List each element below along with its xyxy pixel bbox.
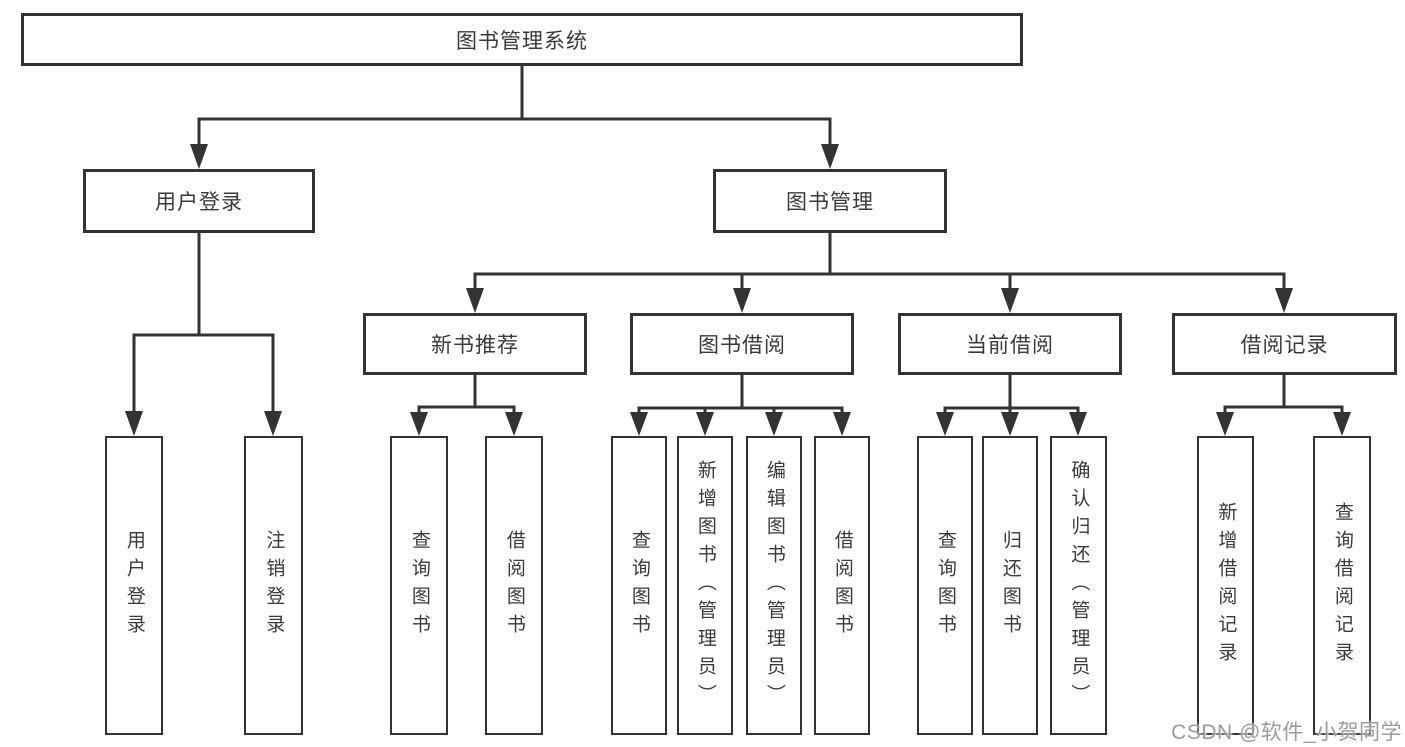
- arrowhead: [466, 288, 484, 313]
- node-user-login: 用户登录: [83, 169, 315, 233]
- node-book-management: 图书管理: [713, 169, 947, 233]
- arrowhead: [505, 412, 523, 436]
- node-current-borrow-label: 当前借阅: [966, 334, 1054, 357]
- node-new-book-recommend-label: 新书推荐: [431, 334, 519, 357]
- leaf-borrow-books-recommend: 借阅图书: [485, 436, 543, 735]
- leaf-label: 归还图书: [999, 529, 1021, 642]
- leaf-return-books: 归还图书: [982, 436, 1038, 735]
- node-book-borrow: 图书借阅: [630, 313, 854, 375]
- leaf-add-books-admin: 新增图书（管理员）: [677, 436, 733, 735]
- arrowhead: [1216, 412, 1234, 436]
- leaf-edit-books-admin: 编辑图书（管理员）: [746, 436, 802, 735]
- connector-new-book-rail: [417, 405, 516, 414]
- arrowhead: [696, 412, 714, 436]
- connector-user-login-rail: [132, 333, 275, 412]
- leaf-borrow-books: 借阅图书: [814, 436, 870, 735]
- node-borrow-records: 借阅记录: [1172, 313, 1397, 375]
- leaf-add-borrow-record: 新增借阅记录: [1197, 436, 1254, 735]
- node-current-borrow: 当前借阅: [898, 313, 1122, 375]
- leaf-label: 编辑图书（管理员）: [763, 459, 785, 712]
- csdn-watermark: CSDN @软件_小贺同学: [1171, 721, 1402, 744]
- leaf-label: 借阅图书: [831, 529, 853, 642]
- leaf-label: 查询图书: [934, 529, 956, 642]
- connector-book-borrow-rail: [637, 406, 844, 414]
- leaf-confirm-return-admin: 确认归还（管理员）: [1050, 436, 1107, 735]
- node-new-book-recommend: 新书推荐: [363, 313, 587, 375]
- leaf-label: 新增借阅记录: [1215, 501, 1237, 670]
- node-book-borrow-label: 图书借阅: [698, 334, 786, 357]
- arrowhead: [125, 411, 143, 436]
- leaf-label: 新增图书（管理员）: [694, 459, 716, 712]
- arrowhead: [190, 144, 208, 169]
- arrowhead: [1333, 412, 1351, 436]
- arrowhead: [936, 412, 954, 436]
- arrowhead: [1001, 288, 1019, 313]
- node-library-system-label: 图书管理系统: [456, 29, 588, 53]
- connector-root-rail: [197, 117, 832, 146]
- arrowhead: [1069, 412, 1087, 436]
- arrowhead: [733, 288, 751, 313]
- leaf-label: 查询图书: [628, 529, 650, 642]
- leaf-logout: 注销登录: [244, 436, 303, 735]
- leaf-query-books-current: 查询图书: [917, 436, 973, 735]
- arrowhead: [821, 144, 839, 169]
- arrowhead: [410, 412, 428, 436]
- leaf-label: 注销登录: [263, 529, 285, 642]
- leaf-label: 借阅图书: [503, 529, 525, 642]
- node-user-login-label: 用户登录: [155, 191, 243, 214]
- leaf-query-borrow-record: 查询借阅记录: [1313, 436, 1371, 735]
- leaf-user-login: 用户登录: [105, 436, 163, 735]
- leaf-label: 查询借阅记录: [1331, 501, 1353, 670]
- arrowhead: [833, 412, 851, 436]
- node-book-management-label: 图书管理: [786, 191, 874, 214]
- node-borrow-records-label: 借阅记录: [1240, 334, 1329, 357]
- connector-book-mgmt-rail: [473, 272, 1286, 289]
- arrowhead: [1275, 288, 1293, 313]
- arrowhead: [765, 412, 783, 436]
- arrowhead: [264, 411, 282, 436]
- arrowhead: [1001, 412, 1019, 436]
- node-library-system: 图书管理系统: [21, 13, 1023, 66]
- leaf-label: 确认归还（管理员）: [1068, 459, 1090, 712]
- arrowhead: [630, 412, 648, 436]
- leaf-label: 查询图书: [408, 529, 430, 642]
- leaf-query-books-borrow: 查询图书: [611, 436, 667, 735]
- leaf-label: 用户登录: [123, 529, 145, 642]
- leaf-query-books-recommend: 查询图书: [390, 436, 448, 735]
- connector-borrow-records-rail: [1223, 405, 1344, 414]
